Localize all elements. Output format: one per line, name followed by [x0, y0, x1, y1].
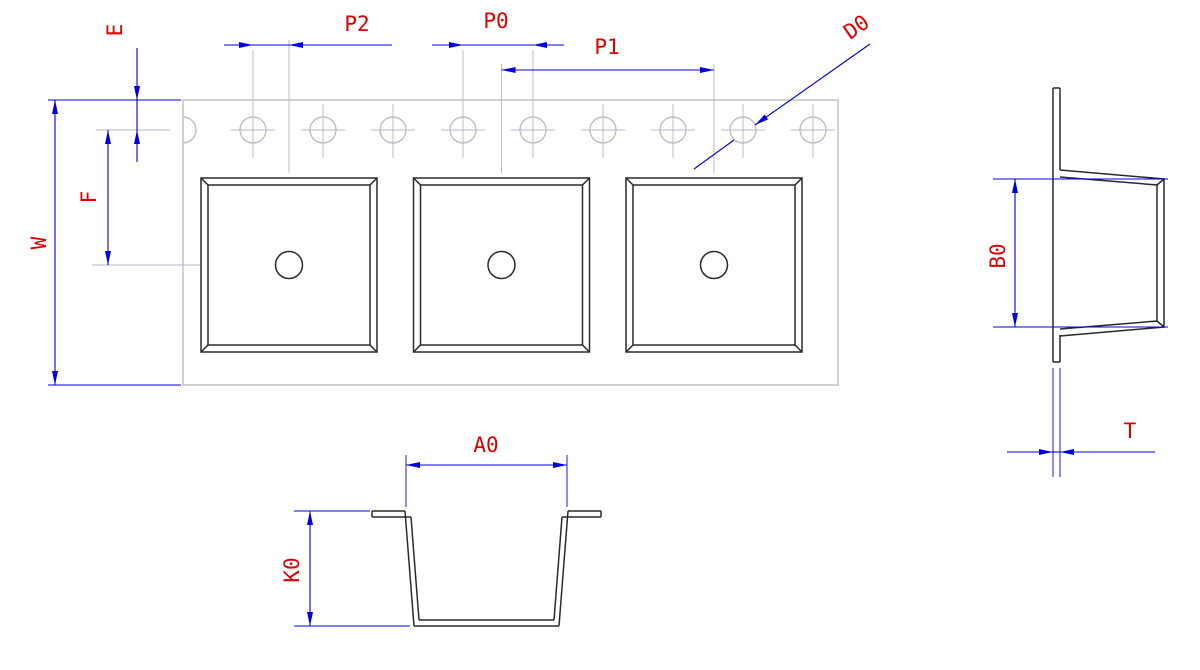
pocket-2-center-hole [487, 250, 516, 280]
dim-label-p1: P1 [594, 35, 619, 59]
dim-label-w: W [27, 236, 51, 249]
tape-edge-notch [182, 116, 197, 144]
dim-p2: P2 [224, 12, 392, 48]
dim-e: E [103, 24, 140, 162]
dim-label-d0: D0 [839, 10, 873, 44]
tape-outline [182, 99, 839, 386]
sprocket-hole-centerlines [231, 50, 835, 158]
sprocket-holes [239, 116, 827, 144]
pocket-3-center-hole [699, 250, 729, 280]
tape-top-view [92, 40, 839, 386]
dim-t: T [1007, 368, 1155, 477]
reference-lines [92, 40, 715, 266]
dim-label-t: T [1124, 419, 1137, 443]
dim-label-k0: K0 [280, 557, 304, 582]
dim-label-p2: P2 [344, 12, 369, 36]
dim-w: W [27, 99, 181, 386]
dim-p0: P0 [432, 9, 564, 48]
dim-k0: K0 [280, 510, 410, 627]
dim-label-e: E [103, 24, 127, 37]
pocket-3 [625, 177, 803, 353]
dim-b0: B0 [986, 178, 1168, 328]
dim-d0: D0 [693, 10, 874, 170]
side-profile-outline [1052, 87, 1165, 363]
dim-label-f: F [77, 191, 101, 204]
pocket-section-view: A0 K0 [280, 433, 602, 627]
pocket-1-center-hole [274, 250, 304, 280]
pocket-1 [200, 177, 378, 353]
dim-label-p0: P0 [483, 9, 508, 33]
dim-label-b0: B0 [986, 243, 1010, 268]
dim-label-a0: A0 [473, 433, 498, 457]
dim-a0: A0 [405, 433, 568, 507]
side-profile-view: B0 T [986, 87, 1168, 477]
pocket-2 [412, 177, 591, 353]
top-view-dimensions: W F E P2 P0 P [27, 9, 874, 386]
dim-p1: P1 [501, 35, 714, 73]
dim-f: F [77, 130, 111, 265]
pocket-section-outline [371, 510, 602, 627]
